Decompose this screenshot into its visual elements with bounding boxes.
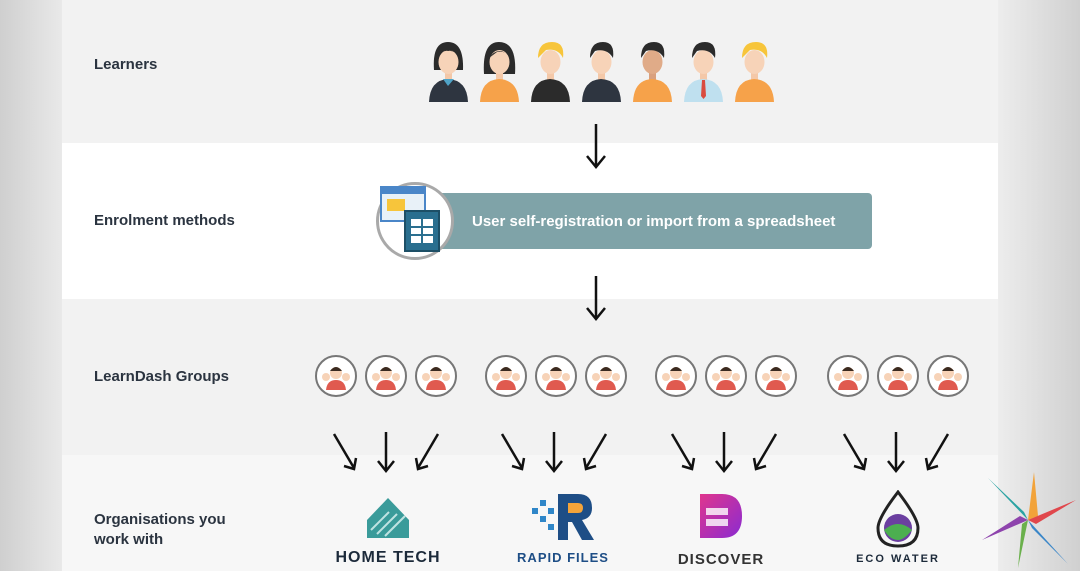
learner-avatar-2 xyxy=(480,42,519,102)
right-shadow xyxy=(998,0,1080,571)
orgs-label: Organisations you work with xyxy=(94,510,226,550)
discover-logo-icon xyxy=(700,494,742,538)
arrow-down-icon xyxy=(586,124,606,169)
group-icon xyxy=(485,355,527,397)
rapid-files-logo-icon xyxy=(532,494,594,540)
learner-avatar-7 xyxy=(735,42,774,102)
arrows-triplet-icon xyxy=(500,432,608,474)
enrolment-text: User self-registration or import from a … xyxy=(472,212,836,230)
spreadsheet-icon xyxy=(376,182,454,260)
learner-avatar-3 xyxy=(531,42,570,102)
enrolment-method-box: User self-registration or import from a … xyxy=(438,193,872,249)
group-set-4 xyxy=(826,354,970,398)
group-icon xyxy=(415,355,457,397)
learner-avatar-4 xyxy=(582,42,621,102)
orgs-label-line1: Organisations you xyxy=(94,511,226,528)
arrows-triplet-icon xyxy=(842,432,950,474)
group-icon xyxy=(827,355,869,397)
group-icon xyxy=(535,355,577,397)
group-icon xyxy=(585,355,627,397)
group-icon xyxy=(365,355,407,397)
org-name: HOME TECH xyxy=(335,549,441,566)
learner-avatar-6 xyxy=(684,42,723,102)
group-set-3 xyxy=(654,354,798,398)
org-discover: DISCOVER xyxy=(666,490,776,568)
learners-label: Learners xyxy=(94,56,158,73)
org-name: RAPID FILES xyxy=(517,550,609,565)
eco-water-logo-icon xyxy=(876,489,920,548)
org-rapid-files: RAPID FILES xyxy=(498,490,628,565)
org-name: ECO WATER xyxy=(856,553,940,565)
learner-avatar-1 xyxy=(429,42,468,102)
groups-label: LearnDash Groups xyxy=(94,368,230,385)
learners-band xyxy=(62,0,998,143)
org-eco-water: ECO WATER xyxy=(838,489,958,565)
group-icon xyxy=(315,355,357,397)
group-icon xyxy=(705,355,747,397)
orgs-label-line2: work with xyxy=(94,531,164,548)
diagram-page: Learners Enrolment methods LearnDash Gro… xyxy=(62,0,998,571)
arrows-triplet-icon xyxy=(670,432,778,474)
org-name: DISCOVER xyxy=(677,551,765,568)
group-icon xyxy=(655,355,697,397)
org-home-tech: HOME TECH xyxy=(328,490,448,567)
arrow-down-icon xyxy=(586,276,606,321)
star-logo-icon xyxy=(982,472,1076,568)
enrolment-label: Enrolment methods xyxy=(94,212,235,229)
group-icon xyxy=(755,355,797,397)
group-icon xyxy=(927,355,969,397)
left-shadow xyxy=(0,0,62,571)
learner-avatars xyxy=(426,36,777,102)
orgs-band xyxy=(62,455,998,571)
group-set-2 xyxy=(484,354,628,398)
group-icon xyxy=(877,355,919,397)
learner-avatar-5 xyxy=(633,42,672,102)
arrows-triplet-icon xyxy=(332,432,440,474)
group-set-1 xyxy=(314,354,458,398)
home-tech-logo-icon xyxy=(367,498,409,538)
